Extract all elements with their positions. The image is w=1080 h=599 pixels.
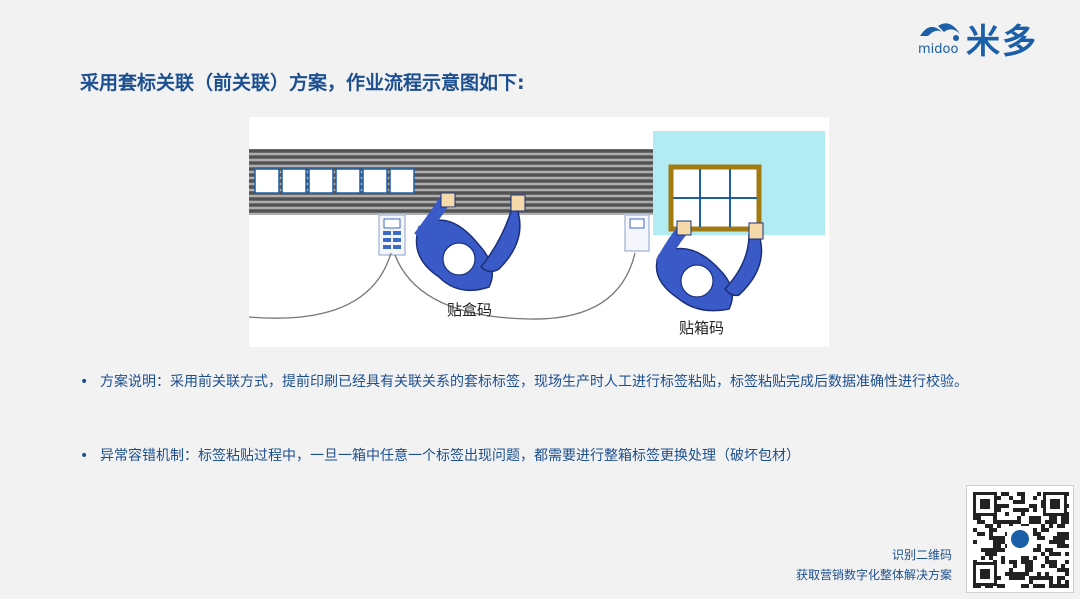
flow-arrow-1 [249, 252, 392, 319]
label-case-code: 贴箱码 [679, 319, 724, 337]
qr-code[interactable] [966, 485, 1074, 593]
box-on-belt [389, 168, 415, 194]
worker-box [414, 192, 526, 292]
worker-case [655, 220, 764, 312]
brand-sub: midoo [918, 42, 959, 57]
qr-caption-1: 识别二维码 [891, 548, 952, 562]
bullet-scheme: • 方案说明：采用前关联方式，提前印刷已经具有关联关系的套标标签，现场生产时人工… [80, 373, 990, 391]
box-on-belt [362, 168, 388, 194]
brand-name: 米多 [966, 22, 1038, 62]
flow-arrow-2 [394, 252, 636, 320]
box-label-printer [378, 214, 406, 256]
case-label-printer [624, 214, 650, 252]
bullet-error-handling: • 异常容错机制：标签粘贴过程中，一旦一箱中任意一个标签出现问题，都需要进行整箱… [80, 447, 990, 465]
boxes-on-belt [254, 168, 415, 194]
shipping-case [668, 164, 762, 232]
label-box-code: 贴盒码 [447, 301, 492, 319]
qr-caption-2: 获取营销数字化整体解决方案 [795, 568, 952, 582]
bullet-error-text: 异常容错机制：标签粘贴过程中，一旦一箱中任意一个标签出现问题，都需要进行整箱标签… [100, 448, 800, 464]
workflow-diagram: 贴盒码 贴箱码 [249, 131, 825, 337]
midoo-bird-icon [920, 23, 960, 41]
box-on-belt [254, 168, 280, 194]
bullet-scheme-text: 方案说明：采用前关联方式，提前印刷已经具有关联关系的套标标签，现场生产时人工进行… [100, 374, 968, 390]
workflow-illustration: 贴盒码 贴箱码 [249, 117, 829, 347]
bullet-marker: • [80, 374, 89, 390]
qr-pattern [973, 492, 1069, 588]
box-on-belt [335, 168, 361, 194]
box-on-belt [308, 168, 334, 194]
page-title: 采用套标关联（前关联）方案，作业流程示意图如下: [80, 72, 525, 94]
bullet-marker: • [80, 448, 89, 464]
box-on-belt [281, 168, 307, 194]
